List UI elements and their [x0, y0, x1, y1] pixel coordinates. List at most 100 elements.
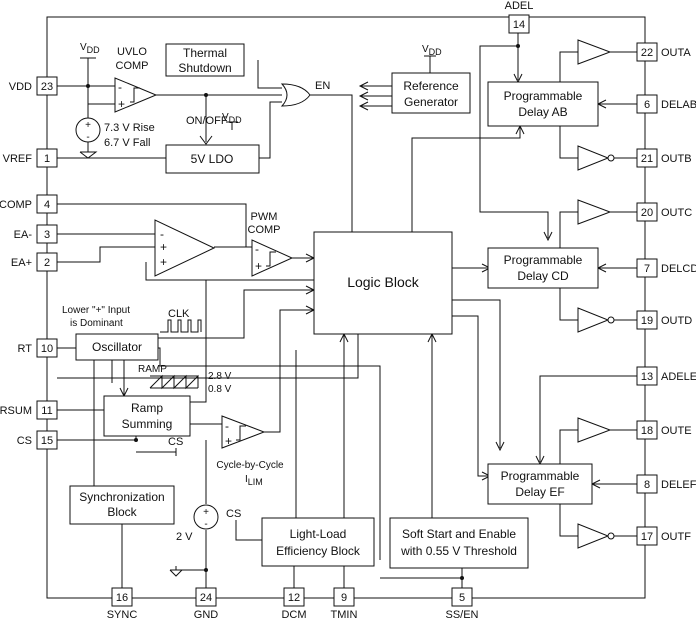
outb-bubble [607, 154, 615, 162]
pin-gnd-num: 24 [200, 592, 212, 604]
pwm-label-2: COMP [248, 224, 281, 236]
reference-line1: Reference [403, 79, 459, 93]
vdd-label-1: VDD [80, 42, 100, 55]
pin-sync-num: 16 [116, 592, 128, 604]
delay-ab-line1: Programmable [504, 89, 583, 103]
pin-outc-name: OUTC [661, 207, 692, 219]
pwm-minus-sign: - [255, 242, 259, 256]
cbc-label-1: Cycle-by-Cycle [216, 460, 284, 471]
sync-line2: Block [107, 505, 137, 519]
pin-adelef-box [636, 366, 658, 386]
sync-block [69, 485, 175, 525]
pin-delcd-box [636, 258, 658, 278]
ramp-lo-label: 0.8 V [208, 384, 232, 395]
oscillator-block [75, 333, 159, 361]
pin-cs-name: CS [17, 435, 32, 447]
pin-ea-plus-name: EA+ [11, 257, 32, 269]
lower-input-line2: is Dominant [70, 318, 123, 329]
uvlo-label-2: COMP [116, 60, 149, 72]
pin-vdd-name: VDD [9, 81, 32, 93]
pin-ss-en-num: 5 [459, 592, 465, 604]
pin-delab-name: DELAB [661, 99, 696, 111]
pin-tmin-box [333, 587, 355, 607]
uvlo-minus-sign: - [118, 80, 122, 94]
wires [57, 33, 637, 590]
pin-outf-box [636, 526, 658, 546]
uvlo-source-minus: - [86, 132, 89, 143]
pin-comp-box [36, 194, 58, 214]
delay-ef-block [487, 463, 593, 505]
en-label: EN [315, 80, 330, 92]
outa-buffer [577, 39, 612, 65]
pin-tmin-num: 9 [341, 592, 347, 604]
pin-outc-num: 20 [641, 207, 653, 219]
ramp-summing-block [103, 395, 191, 437]
thermal-shutdown-block [165, 43, 245, 77]
ldo-label: 5V LDO [191, 152, 234, 166]
junction-dots [86, 44, 520, 580]
pin-delcd-num: 7 [644, 263, 650, 275]
active-elements: - + - + + - + - + + - + [75, 39, 615, 549]
ea-minus-sign: - [160, 227, 164, 241]
pin-vref-num: 1 [44, 153, 50, 165]
pin-outf-num: 17 [641, 531, 653, 543]
sync-line1: Synchronization [79, 490, 164, 504]
outf-bubble [607, 532, 615, 540]
cbc-label-2: ILIM [245, 474, 263, 487]
pin-sync-name: SYNC [107, 609, 138, 621]
pin-outb-num: 21 [641, 153, 653, 165]
ea-plus-sign-1: + [160, 240, 167, 254]
cbc-plus-sign: + [225, 434, 232, 448]
delay-ab-block [487, 81, 599, 127]
pin-outf-name: OUTF [661, 531, 691, 543]
pin-delef-name: DELEF [661, 479, 696, 491]
thermal-line1: Thermal [183, 46, 227, 60]
outb-inverter [577, 145, 610, 171]
uvlo-source-plus: + [85, 120, 91, 131]
cs-ref-label: CS [168, 436, 183, 448]
pin-rt-name: RT [18, 343, 33, 355]
pin-delef-num: 8 [644, 479, 650, 491]
delay-ef-line1: Programmable [501, 469, 580, 483]
pin-delab-num: 6 [644, 99, 650, 111]
pin-ea-minus-name: EA- [14, 229, 33, 241]
error-amplifier [154, 219, 216, 277]
uvlo-label-1: UVLO [117, 46, 147, 58]
pin-delab-box [636, 94, 658, 114]
lightload-line2: Efficiency Block [276, 544, 361, 558]
ramp-hi-label: 2.8 V [208, 371, 232, 382]
thermal-line2: Shutdown [178, 61, 231, 75]
pin-outb-box [636, 148, 658, 168]
pin-cs-box [36, 430, 58, 450]
pin-ea-plus-box [36, 252, 58, 272]
pin-rsum-name: RSUM [0, 405, 32, 417]
pin-tmin-name: TMIN [331, 609, 358, 621]
pin-ss-en-box [451, 587, 473, 607]
pin-vref-name: VREF [3, 153, 33, 165]
cs-ll-label: CS [226, 508, 241, 520]
pin-sync-box [111, 587, 133, 607]
lower-input-line1: Lower "+" Input [62, 305, 130, 316]
pin-adel-name: ADEL [505, 0, 534, 12]
pin-rt-box [36, 338, 58, 358]
cbc-comparator [221, 415, 266, 449]
two-volt-label: 2 V [176, 531, 193, 543]
outc-buffer [577, 199, 612, 225]
pin-oute-box [636, 420, 658, 440]
uvlo-fall: 6.7 V Fall [104, 137, 150, 149]
pin-adel-num: 14 [513, 19, 525, 31]
ldo-block [165, 144, 260, 174]
on-off-label: ON/OFF [186, 115, 228, 127]
soft-start-block [389, 517, 529, 569]
oscillator-label: Oscillator [92, 340, 142, 354]
delay-ab-line2: Delay AB [518, 105, 567, 119]
pin-gnd-name: GND [194, 609, 219, 621]
blocks: Thermal Shutdown Reference Generator 5V … [69, 43, 599, 569]
pin-adelef-num: 13 [641, 371, 653, 383]
two-volt-minus: - [204, 519, 207, 530]
pin-delcd-name: DELCD [661, 263, 696, 275]
clk-label: CLK [168, 308, 190, 320]
vdd-label-ldo: VDD [222, 112, 242, 125]
cbc-minus-sign: - [225, 419, 229, 433]
